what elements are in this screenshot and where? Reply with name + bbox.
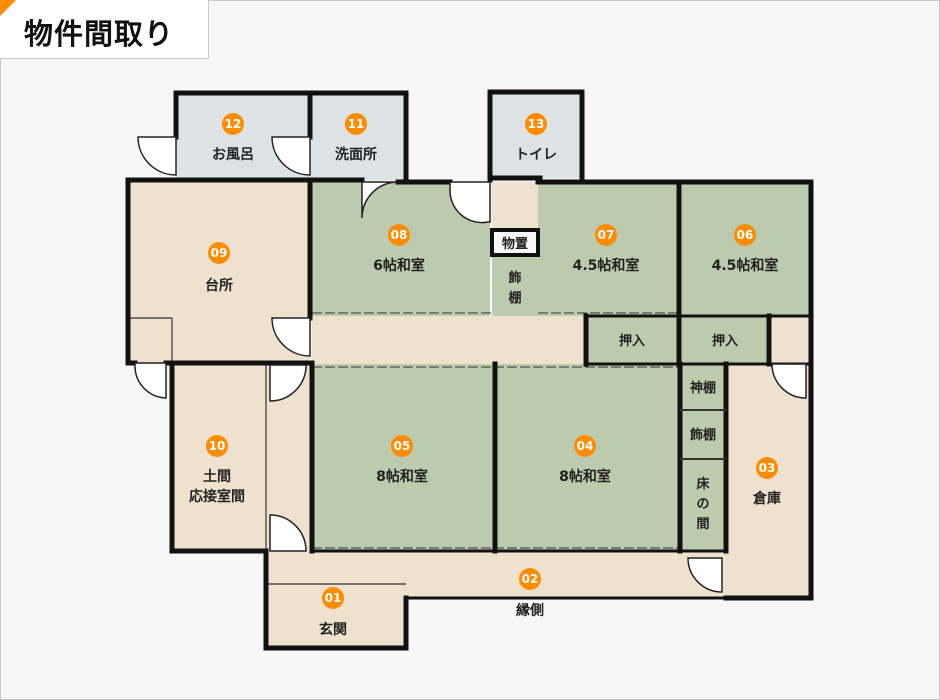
door-6jo-b <box>449 181 491 224</box>
badge-06 <box>734 224 756 246</box>
badge-10 <box>206 435 228 457</box>
room-label-45jo-a: 4.5帖和室 <box>573 257 640 274</box>
badge-12 <box>222 113 244 135</box>
room-label-8jo-04: 8帖和室 <box>559 468 611 485</box>
badge-number: 02 <box>522 572 539 586</box>
room-label-entrance: 玄関 <box>319 621 347 638</box>
badge-number: 11 <box>348 117 365 131</box>
room-label-8jo-05: 8帖和室 <box>376 468 428 485</box>
room-fill-corner <box>769 316 811 364</box>
room-label-veranda: 縁側 <box>516 602 544 619</box>
door-bath-exterior <box>137 136 177 176</box>
room-labels: 12 お風呂 11 洗面所 13 トイレ 09 台所 08 6帖和室 07 4.… <box>189 113 781 638</box>
badge-03 <box>756 457 778 479</box>
badge-11 <box>345 113 367 135</box>
door-storage <box>771 363 807 399</box>
label-kazaridana-a-2: 棚 <box>508 290 521 306</box>
room-fill-oshiire-1 <box>586 316 679 364</box>
label-tokonoma-1: 床 <box>696 476 710 492</box>
badge-number: 04 <box>577 439 594 453</box>
badge-01 <box>322 587 344 609</box>
room-label-45jo-b: 4.5帖和室 <box>712 257 779 274</box>
walls <box>125 89 814 651</box>
label-kazaridana-a-1: 飾 <box>508 270 521 286</box>
label-kazaridana-b: 飾棚 <box>690 427 716 443</box>
room-fill-washroom <box>310 93 406 180</box>
door-kitchen <box>271 317 311 357</box>
room-fill-corridor <box>312 316 586 364</box>
room-label-storage: 倉庫 <box>752 490 781 507</box>
badge-13 <box>525 113 547 135</box>
room-fill-8jo-04 <box>495 364 680 551</box>
badge-02 <box>519 568 541 590</box>
badge-number: 07 <box>598 228 615 242</box>
alcove-dividers <box>680 409 726 460</box>
door-doma <box>269 364 307 402</box>
label-monooki: 物置 <box>502 236 528 252</box>
badge-09 <box>208 242 230 264</box>
room-fill-8jo-05 <box>312 364 495 551</box>
label-tokonoma-2: の <box>696 497 709 512</box>
room-label-bath: お風呂 <box>212 147 254 163</box>
badge-number: 10 <box>209 439 226 453</box>
label-oshiire-2: 押入 <box>712 333 738 349</box>
fixture-labels: 物置 飾 棚 押入 押入 神棚 飾棚 床 の 間 <box>502 236 738 532</box>
room-label-doma: 土間 <box>203 468 231 485</box>
badge-number: 03 <box>759 461 776 475</box>
room-fill-kazaridana <box>492 255 538 316</box>
badge-08 <box>388 224 410 246</box>
door-veranda <box>687 557 723 593</box>
door-doma-lower <box>269 514 307 552</box>
badge-number: 09 <box>211 246 228 260</box>
badge-number: 12 <box>225 117 242 131</box>
room-fill-storage <box>726 364 811 598</box>
page-title: 物件間取り <box>24 17 175 51</box>
room-label-washroom: 洗面所 <box>335 146 377 163</box>
badge-04 <box>574 435 596 457</box>
door-kitchen-exterior <box>134 362 167 399</box>
badge-05 <box>391 435 413 457</box>
room-label-oosetsu: 応接室間 <box>189 488 245 505</box>
badge-number: 01 <box>325 591 342 605</box>
corner-accent <box>0 0 16 16</box>
room-fill-monooki-passage <box>492 182 538 230</box>
title-tab: 物件間取り <box>0 0 209 59</box>
room-label-kitchen: 台所 <box>205 277 233 294</box>
room-fill-45jo-b <box>679 182 811 316</box>
badge-number: 05 <box>394 439 411 453</box>
badge-number: 06 <box>737 228 754 242</box>
room-fill-alcove <box>680 364 726 551</box>
room-fill-45jo-a <box>538 182 679 316</box>
door-6jo-a <box>361 181 399 219</box>
label-tokonoma-3: 間 <box>696 517 709 532</box>
room-fill-oshiire-2 <box>679 316 769 364</box>
badge-number: 13 <box>528 117 545 131</box>
room-label-toilet: トイレ <box>515 147 557 163</box>
badge-number: 08 <box>391 228 408 242</box>
room-label-6jo: 6帖和室 <box>373 257 425 274</box>
label-oshiire-1: 押入 <box>619 333 645 349</box>
door-washroom <box>271 136 311 176</box>
door-swings <box>134 136 807 593</box>
label-kamidana: 神棚 <box>690 380 716 396</box>
badge-07 <box>595 224 617 246</box>
